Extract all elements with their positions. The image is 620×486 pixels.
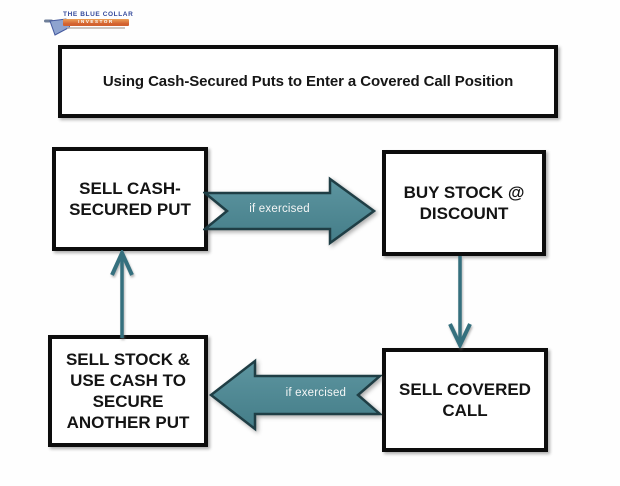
right-arrow-shape <box>201 176 377 246</box>
box-label: SELL CASH- SECURED PUT <box>69 178 191 220</box>
flow-box-sell-cash-secured-put: SELL CASH- SECURED PUT <box>52 147 208 251</box>
flow-arrow-up <box>109 248 135 338</box>
flow-arrow-left-if-exercised: if exercised <box>208 358 384 432</box>
logo-tagline-line <box>67 27 125 29</box>
title-box: Using Cash-Secured Puts to Enter a Cover… <box>58 45 558 118</box>
box-label-line: SELL CASH- <box>79 179 181 198</box>
box-label: SELL STOCK & USE CASH TO SECURE ANOTHER … <box>66 349 190 433</box>
page-title: Using Cash-Secured Puts to Enter a Cover… <box>102 73 514 90</box>
right-arrow-icon <box>201 176 377 246</box>
box-label-line: SELL COVERED <box>399 380 531 399</box>
box-label-line: USE CASH TO <box>70 371 186 390</box>
box-label: SELL COVERED CALL <box>399 379 531 421</box>
box-label-line: CALL <box>442 401 488 420</box>
box-label-line: BUY STOCK @ <box>403 183 525 202</box>
left-arrow-shape <box>208 358 384 432</box>
box-label-line: SECURED PUT <box>69 200 191 219</box>
box-label-line: DISCOUNT <box>419 204 509 223</box>
box-label-line: SELL STOCK & <box>65 350 191 369</box>
down-arrow-head <box>448 323 472 350</box>
up-arrow-head <box>110 248 134 276</box>
flow-arrow-down <box>447 256 473 350</box>
flow-box-sell-stock-secure-another-put: SELL STOCK & USE CASH TO SECURE ANOTHER … <box>48 335 208 447</box>
down-arrow-icon <box>448 256 472 350</box>
flow-arrow-right-if-exercised: if exercised <box>201 176 377 246</box>
box-label: BUY STOCK @ DISCOUNT <box>404 182 525 224</box>
flow-box-buy-stock-at-discount: BUY STOCK @ DISCOUNT <box>382 150 546 256</box>
up-arrow-icon <box>110 248 134 338</box>
logo-text: THE BLUE COLLAR INVESTOR <box>63 11 133 29</box>
logo-investor-band: INVESTOR <box>63 19 129 26</box>
box-label-line: ANOTHER PUT <box>66 413 190 432</box>
logo: THE BLUE COLLAR INVESTOR <box>44 11 136 41</box>
box-label-line: SECURE <box>92 392 164 411</box>
logo-brand-line: THE BLUE COLLAR <box>63 11 134 18</box>
flow-box-sell-covered-call: SELL COVERED CALL <box>382 348 548 452</box>
left-arrow-icon <box>208 358 384 432</box>
